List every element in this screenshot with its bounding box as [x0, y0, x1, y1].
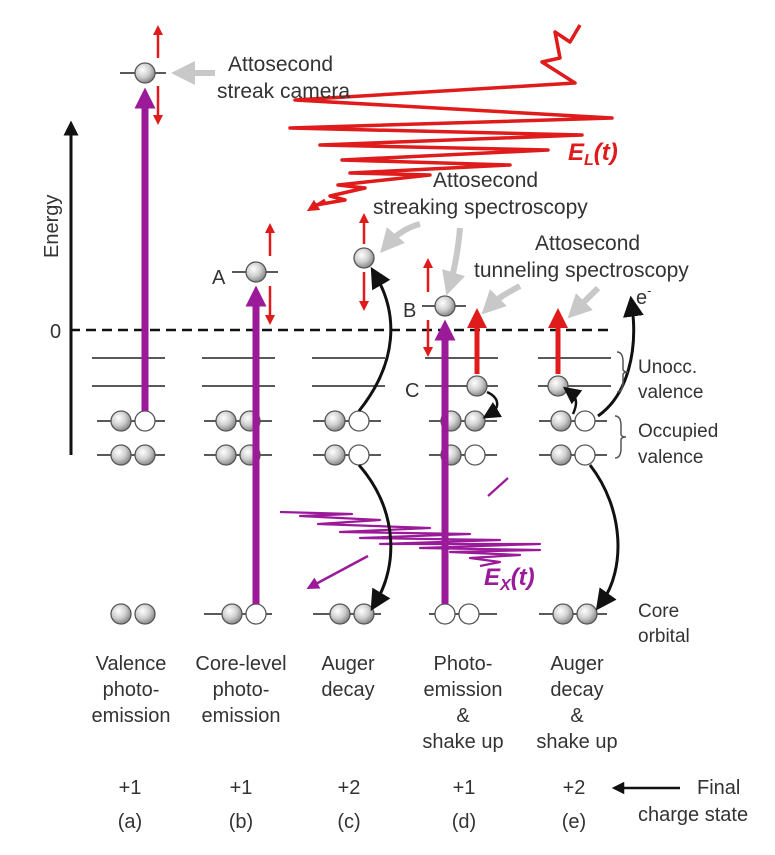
charge-states: +1 +1 +2 +1 +2 (a) (b) (c) (d) (e): [118, 777, 586, 833]
core-label-line2: orbital: [638, 626, 690, 647]
xray-field-label: EX(t): [484, 564, 535, 594]
laser-field-label: EL(t): [568, 139, 618, 169]
occupied-label-line1: Occupied: [638, 421, 718, 442]
tunneling-label-line1: Attosecond: [535, 232, 640, 255]
streaking-label-line1: Attosecond: [433, 169, 538, 192]
unocc-label-line2: valence: [638, 382, 704, 403]
process-a-line1: Valence: [96, 653, 167, 675]
process-c-line2: decay: [321, 679, 374, 701]
core-label-line1: Core: [638, 601, 679, 622]
xray-pulse-tail: [487, 477, 509, 497]
auger-emission-arrow-c: [357, 266, 393, 412]
laser-field-waveform: [288, 24, 614, 207]
auger-emission-arrow-e: [597, 295, 644, 418]
unocc-label-line1: Unocc.: [638, 357, 697, 378]
occupied-brace: [614, 415, 627, 459]
charge-e: +2: [563, 777, 586, 799]
shakeup-arrow-d: [482, 390, 503, 419]
state-label-b: B: [403, 300, 416, 322]
process-e-line2: decay: [550, 679, 603, 701]
auger-fill-arrow-c: [357, 464, 393, 612]
process-names: Valence photo- emission Core-level photo…: [92, 653, 618, 753]
unocc-brace: [616, 351, 629, 393]
charge-d: +1: [453, 777, 476, 799]
process-b-line3: emission: [202, 705, 281, 727]
process-e-line4: shake up: [536, 731, 617, 753]
tunneling-label-line2: tunneling spectroscopy: [474, 259, 689, 282]
charge-a: +1: [119, 777, 142, 799]
process-d-line4: shake up: [422, 731, 503, 753]
charge-b: +1: [230, 777, 253, 799]
final-charge-label-line2: charge state: [638, 804, 748, 826]
electron-label: e-: [636, 283, 651, 309]
auger-fill-arrow-e: [588, 464, 620, 611]
energy-axis-label: Energy: [41, 195, 63, 258]
streaking-arrows: [153, 25, 433, 357]
laser-propagation-arrow: [306, 198, 326, 212]
panel-letter-e: (e): [562, 811, 586, 833]
streaking-label-line2: streaking spectroscopy: [373, 196, 588, 219]
process-e-line1: Auger: [550, 653, 604, 675]
final-charge-label-line1: Final: [697, 777, 740, 799]
process-d-line1: Photo-: [434, 653, 493, 675]
state-label-c: C: [405, 380, 419, 402]
panel-letter-a: (a): [118, 811, 142, 833]
panel-letter-b: (b): [229, 811, 253, 833]
streak-camera-label-line2: streak camera: [217, 80, 350, 103]
zero-energy-label: 0: [50, 321, 61, 343]
streak-camera-label-line1: Attosecond: [228, 53, 333, 76]
unoccupied-levels: [92, 357, 611, 387]
charge-c: +2: [338, 777, 361, 799]
process-d-line3: &: [456, 705, 470, 727]
process-e-line3: &: [570, 705, 584, 727]
process-a-line2: photo-: [103, 679, 160, 701]
process-a-line3: emission: [92, 705, 171, 727]
xray-pulse-waveform: [279, 510, 542, 568]
process-b-line2: photo-: [213, 679, 270, 701]
occupied-label-line2: valence: [638, 447, 704, 468]
xray-propagation-arrow: [306, 554, 369, 589]
process-d-line2: emission: [424, 679, 503, 701]
state-label-a: A: [212, 267, 226, 289]
panel-letter-d: (d): [452, 811, 476, 833]
panel-letter-c: (c): [337, 811, 360, 833]
shakeup-arrow-e: [563, 386, 583, 415]
technique-pointer-arrows: [171, 61, 601, 319]
process-b-line1: Core-level: [195, 653, 286, 675]
process-c-line1: Auger: [321, 653, 375, 675]
